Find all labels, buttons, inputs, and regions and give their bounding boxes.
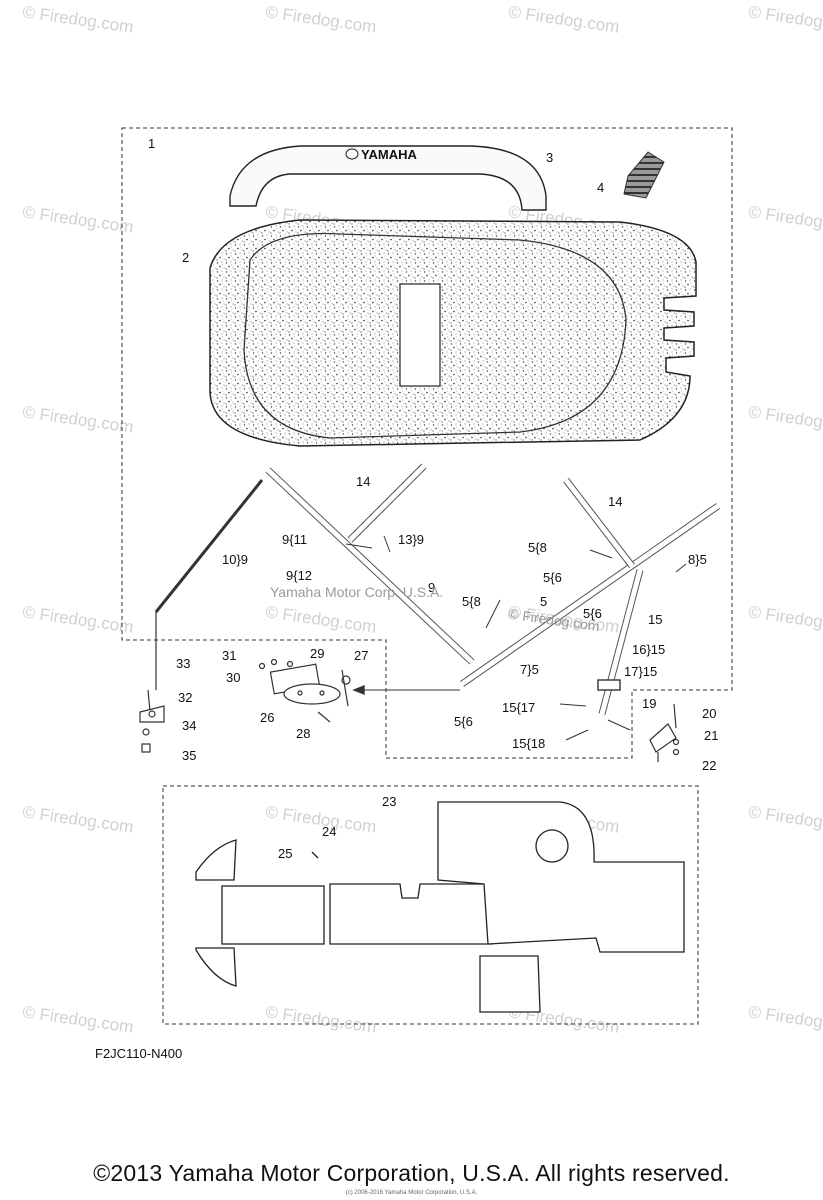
label-8-5: 8}5 (688, 552, 707, 567)
label-13-9: 13}9 (398, 532, 424, 547)
label-31: 31 (222, 648, 236, 663)
label-3: 3 (546, 150, 553, 165)
tiny-copyright: (c) 2006-2016 Yamaha Motor Corporation, … (345, 1190, 478, 1196)
label-14b: 14 (608, 494, 622, 509)
label-15-17: 15{17 (502, 700, 535, 715)
tag-part (623, 151, 665, 199)
label-5-6c: 5{6 (454, 714, 473, 729)
overlay-company-text: Yamaha Motor Corp. U.S.A. (270, 584, 444, 600)
label-30: 30 (226, 670, 240, 685)
label-19: 19 (642, 696, 656, 711)
label-32: 32 (178, 690, 192, 705)
label-2: 2 (182, 250, 189, 265)
label-5-6a: 5{6 (543, 570, 562, 585)
label-5-8a: 5{8 (528, 540, 547, 555)
label-1: 1 (148, 136, 155, 151)
diagram-code: F2JC110-N400 (95, 1046, 183, 1061)
label-25: 25 (278, 846, 292, 861)
label-28: 28 (296, 726, 310, 741)
copyright-footer: ©2013 Yamaha Motor Corporation, U.S.A. A… (93, 1160, 730, 1186)
label-4: 4 (597, 180, 604, 195)
pivot-hardware (139, 689, 165, 753)
mat-boundary (162, 785, 699, 1025)
label-16-15: 16}15 (632, 642, 665, 657)
label-9-12: 9{12 (286, 568, 312, 583)
label-10-9: 10}9 (222, 552, 248, 567)
label-35: 35 (182, 748, 196, 763)
label-15: 15 (648, 612, 662, 627)
label-5-8b: 5{8 (462, 594, 481, 609)
yamaha-strap: YAMAHA (229, 145, 547, 211)
label-15-18: 15{18 (512, 736, 545, 751)
part-labels: 1 2 3 4 14 14 9{11 13}9 9{12 10}9 9 5{8 … (148, 136, 718, 861)
bracket-hardware (258, 658, 351, 723)
label-14a: 14 (356, 474, 370, 489)
label-9: 9 (428, 580, 435, 595)
label-27: 27 (354, 648, 368, 663)
label-23: 23 (382, 794, 396, 809)
label-24: 24 (322, 824, 336, 839)
label-33: 33 (176, 656, 190, 671)
mount-hardware (649, 703, 680, 762)
label-5-6b: 5{6 (583, 606, 602, 621)
label-5: 5 (540, 594, 547, 609)
label-22: 22 (702, 758, 716, 773)
label-29: 29 (310, 646, 324, 661)
label-20: 20 (702, 706, 716, 721)
cover-part (209, 219, 697, 447)
label-17-15: 17}15 (624, 664, 657, 679)
label-7-5: 7}5 (520, 662, 539, 677)
label-9-11: 9{11 (282, 532, 307, 547)
label-26: 26 (260, 710, 274, 725)
label-34: 34 (182, 718, 196, 733)
label-21: 21 (704, 728, 718, 743)
bimini-frame (154, 463, 720, 741)
kit-boundary (121, 127, 733, 759)
strap-brand-text: YAMAHA (361, 147, 417, 162)
deck-mats (195, 801, 685, 1013)
